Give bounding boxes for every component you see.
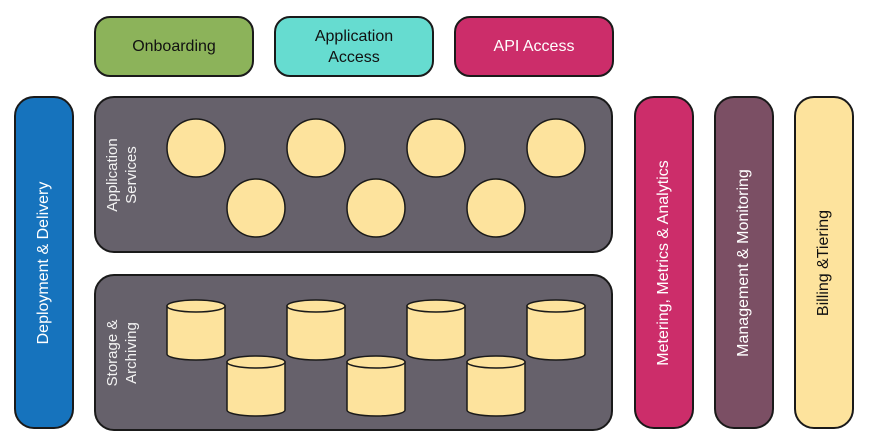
storage-node-7 — [526, 299, 586, 361]
billing-tiering-bar: Billing &Tiering — [794, 96, 854, 429]
storage-node-3 — [286, 299, 346, 361]
storage-node-4 — [346, 355, 406, 417]
onboarding-box: Onboarding — [94, 16, 254, 77]
service-node-7 — [526, 118, 586, 178]
storage-archiving-panel: Storage & Archiving — [94, 274, 613, 431]
storage-node-6 — [466, 355, 526, 417]
management-monitoring-bar: Management & Monitoring — [714, 96, 774, 429]
service-node-4 — [346, 178, 406, 238]
storage-node-2 — [226, 355, 286, 417]
storage-node-5 — [406, 299, 466, 361]
api-access-box: API Access — [454, 16, 614, 77]
deployment-delivery-label: Deployment & Delivery — [35, 181, 52, 344]
service-circles — [166, 118, 586, 238]
deployment-delivery-bar: Deployment & Delivery — [14, 96, 74, 429]
service-node-5 — [406, 118, 466, 178]
service-node-1 — [166, 118, 226, 178]
application-access-label: Application Access — [314, 27, 394, 66]
service-node-2 — [226, 178, 286, 238]
storage-cylinders — [166, 299, 586, 417]
management-monitoring-label: Management & Monitoring — [735, 168, 752, 357]
onboarding-label: Onboarding — [132, 38, 216, 55]
metering-analytics-label: Metering, Metrics & Analytics — [655, 159, 672, 366]
application-access-box: Application Access — [274, 16, 434, 77]
billing-tiering-label: Billing &Tiering — [815, 209, 832, 316]
api-access-label: API Access — [493, 38, 575, 55]
storage-node-1 — [166, 299, 226, 361]
metering-analytics-bar: Metering, Metrics & Analytics — [634, 96, 694, 429]
application-services-panel: Application Services — [94, 96, 613, 253]
service-node-3 — [286, 118, 346, 178]
service-node-6 — [466, 178, 526, 238]
